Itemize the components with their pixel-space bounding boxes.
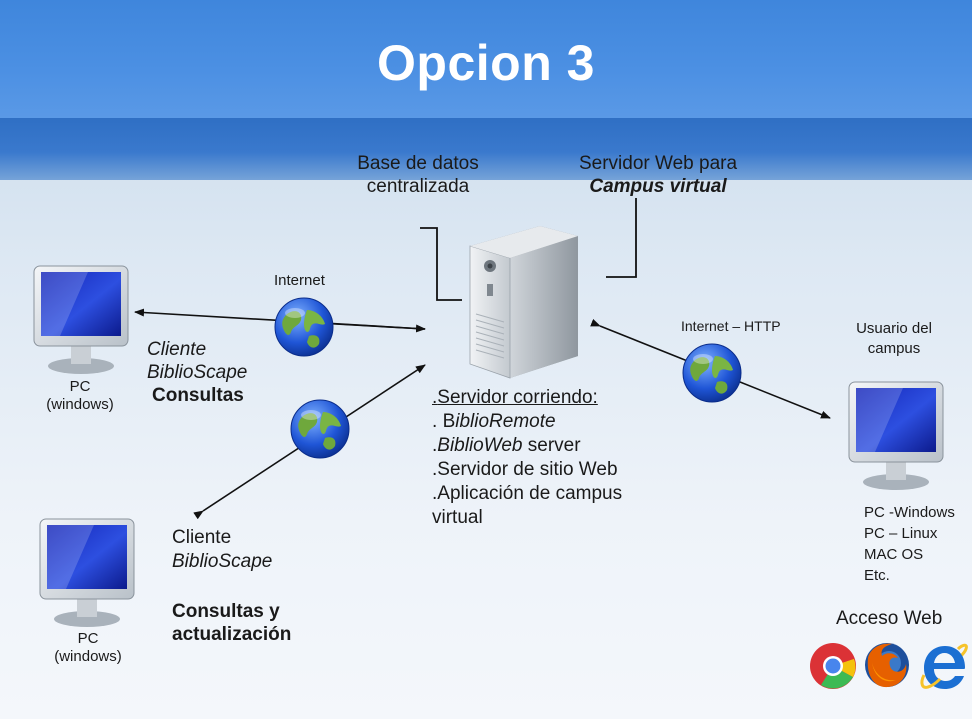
service-suffix: Servidor de sitio Web	[437, 459, 618, 480]
internet-http-label: Internet – HTTP	[681, 318, 781, 334]
server-heading-text: Servidor corriendo:	[437, 387, 598, 408]
supported-os-list: PC -Windows PC – Linux MAC OS Etc.	[864, 502, 955, 586]
service-italic: BiblioWeb	[437, 435, 523, 456]
client-bottom-role-line2: actualización	[172, 624, 292, 645]
globe-icon	[274, 297, 334, 357]
internet-explorer-icon	[920, 643, 968, 689]
pc-label-bottom-line1: PC	[77, 630, 99, 647]
client-bottom-name: Cliente BiblioScape	[172, 526, 272, 574]
pc-label-bottom: PC (windows)	[36, 630, 140, 666]
server-icon	[469, 226, 578, 379]
firefox-icon	[865, 643, 909, 688]
client-bottom-role: Consultas y actualización	[172, 600, 291, 646]
os-item: Etc.	[864, 567, 890, 584]
callout-line-webserver	[606, 198, 637, 278]
slide-title: Opcion 3	[377, 35, 595, 91]
service-suffix: Aplicación de campus	[437, 483, 623, 504]
campus-user-label: Usuario del campus	[842, 319, 946, 359]
monitor-icon	[848, 381, 944, 490]
service-italic: iblioRemote	[455, 411, 556, 432]
globe-icon	[682, 343, 742, 403]
server-services-heading: .Servidor corriendo:	[432, 387, 598, 408]
internet-label: Internet	[274, 272, 325, 289]
service-bullet: .	[432, 459, 438, 480]
os-item: PC -Windows	[864, 504, 955, 521]
client-top-name-line1: Cliente	[147, 339, 207, 360]
client-top-name-line2: BiblioScape	[147, 362, 248, 383]
database-label: Base de datos centralizada	[332, 152, 504, 198]
monitor-icon	[33, 265, 129, 374]
webserver-label: Servidor Web para Campus virtual	[560, 152, 756, 198]
pc-label-top-line2: (windows)	[46, 396, 114, 413]
os-item: MAC OS	[864, 546, 924, 563]
monitor-icon	[39, 518, 135, 627]
client-top-role: Consultas	[152, 385, 244, 406]
campus-user-line2: campus	[867, 340, 921, 357]
chrome-icon	[810, 643, 856, 689]
pc-label-top: PC (windows)	[28, 378, 132, 414]
server-service-item: .BiblioWeb server	[432, 434, 622, 458]
campus-user-line1: Usuario del	[856, 320, 932, 337]
client-bottom-name-line1: Cliente	[172, 527, 232, 548]
service-bullet: .	[432, 435, 438, 456]
title-bar: Opcion 3	[0, 0, 972, 118]
service-bullet: .	[432, 483, 438, 504]
service-prefix: B	[442, 411, 456, 432]
client-top-name: Cliente BiblioScape	[147, 338, 247, 384]
service-suffix: server	[522, 435, 581, 456]
pc-label-top-line1: PC	[69, 378, 91, 395]
server-service-item-cont: virtual	[432, 507, 483, 528]
os-item: PC – Linux	[864, 525, 938, 542]
server-service-item: .Aplicación de campus	[432, 482, 622, 506]
client-bottom-role-line1: Consultas y	[172, 601, 280, 622]
database-label-line1: Base de datos	[357, 153, 479, 174]
server-service-item: .Servidor de sitio Web	[432, 458, 622, 482]
pc-label-bottom-line2: (windows)	[54, 648, 122, 665]
globe-icon	[290, 399, 350, 459]
webserver-label-line2: Campus virtual	[589, 176, 727, 197]
callout-line-database	[420, 227, 462, 301]
server-services-list: .Servidor corriendo: . BiblioRemote .Bib…	[432, 386, 622, 530]
web-access-label: Acceso Web	[836, 608, 943, 629]
server-service-item: . BiblioRemote	[432, 410, 622, 434]
service-bullet: .	[432, 411, 443, 432]
header-band	[0, 118, 972, 180]
database-label-line2: centralizada	[366, 176, 470, 197]
client-bottom-name-line2: BiblioScape	[172, 551, 273, 572]
webserver-label-line1: Servidor Web para	[578, 153, 738, 174]
